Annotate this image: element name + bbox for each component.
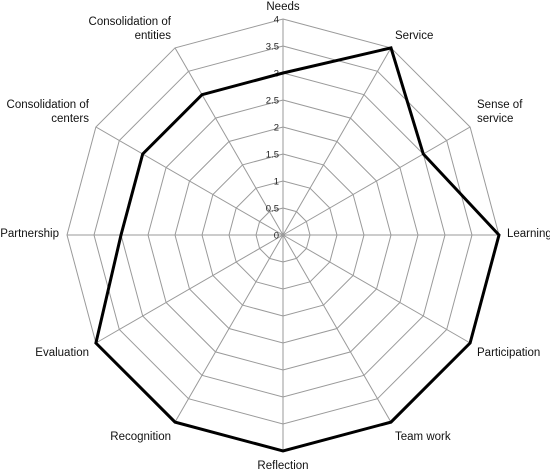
- tick-label: 3.5: [266, 42, 279, 53]
- axis-label: Team work: [395, 431, 451, 443]
- tick-label: 4: [274, 15, 279, 26]
- tick-label: 2: [274, 123, 279, 134]
- tick-label: 1: [274, 177, 279, 188]
- axis-spoke: [282, 47, 392, 236]
- axis-spoke: [174, 47, 284, 236]
- axis-spoke: [95, 234, 284, 344]
- tick-label: 1.5: [266, 150, 279, 161]
- axis-label: Reflection: [257, 460, 308, 472]
- axis-label: Recognition: [110, 431, 171, 443]
- axis-spoke: [174, 234, 284, 423]
- tick-label: 0.5: [266, 204, 279, 215]
- tick-label: 0: [274, 231, 279, 242]
- axis-label: Service: [395, 30, 433, 42]
- spoke-layer: [67, 19, 499, 451]
- series-line: [94, 46, 501, 453]
- series-layer: [94, 46, 501, 453]
- axis-label: Needs: [266, 1, 299, 13]
- axis-spoke: [282, 126, 471, 236]
- axis-spoke: [95, 126, 284, 236]
- axis-label: Partnership: [0, 228, 59, 240]
- axis-label: Participation: [477, 347, 540, 359]
- axis-label: Learning: [507, 228, 550, 240]
- axis-label: Evaluation: [35, 347, 89, 359]
- axis-spoke: [282, 234, 392, 423]
- axis-spoke: [282, 234, 471, 344]
- tick-label-layer: 00.511.522.533.54: [266, 15, 279, 242]
- tick-label: 2.5: [266, 96, 279, 107]
